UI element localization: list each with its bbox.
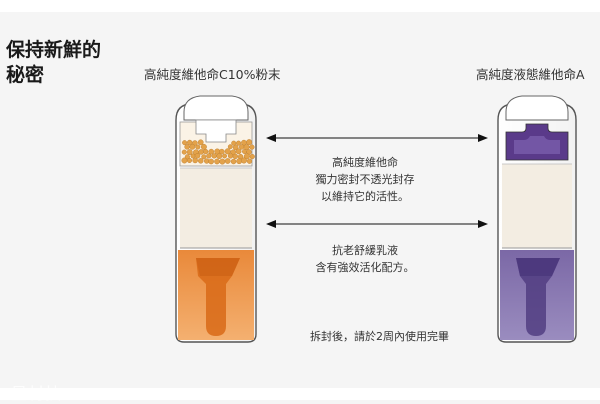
left-vial-label: 高純度維他命C10%粉末 (144, 67, 281, 82)
powder-granule (219, 148, 225, 155)
powder-granule (242, 149, 247, 154)
powder-granule (240, 157, 247, 164)
powder-granule (227, 144, 233, 150)
powder-granule (211, 153, 217, 159)
powder-granule (232, 144, 239, 151)
powder-granule (246, 158, 253, 164)
powder-granule (227, 153, 234, 159)
left-powder (181, 139, 255, 165)
powder-granule (243, 153, 250, 160)
watermark: ｅ星材技 (0, 384, 63, 403)
powder-granule (203, 148, 209, 155)
powder-granule (198, 149, 204, 155)
powder-granule (224, 158, 231, 164)
bottom-band (0, 388, 600, 400)
left-vial-cap (183, 95, 249, 121)
left-cream-chamber (180, 168, 252, 248)
powder-granule (222, 153, 227, 159)
left-inner-plug (195, 119, 237, 143)
right-cream-chamber (502, 164, 572, 248)
powder-granule (231, 140, 237, 146)
powder-granule (230, 149, 236, 155)
powder-granule (182, 140, 188, 146)
right-vial-label: 高純度液態維他命A (476, 67, 585, 82)
powder-granule (243, 144, 250, 151)
caption-line: 高純度維他命 (332, 156, 398, 169)
powder-granule (230, 158, 237, 165)
caption-lotion: 抗老舒緩乳液 含有強效活化配方。 (300, 242, 430, 276)
powder-granule (239, 144, 245, 150)
powder-granule (184, 144, 190, 150)
powder-granule (208, 158, 214, 165)
powder-granule (198, 158, 204, 164)
powder-granule (192, 157, 198, 164)
caption-line: 獨力密封不透光封存 (315, 173, 415, 186)
powder-granule (206, 153, 212, 159)
powder-granule (216, 153, 223, 160)
powder-granule (181, 149, 187, 155)
powder-granule (189, 143, 196, 150)
powder-granule (186, 157, 193, 163)
powder-granule (201, 154, 207, 160)
powder-granule (190, 153, 196, 159)
powder-granule (197, 139, 204, 146)
powder-granule (235, 148, 242, 155)
caption-line: 抗老舒緩乳液 (332, 244, 398, 257)
powder-granule (194, 153, 201, 159)
powder-granule (249, 144, 255, 150)
left-funnel (196, 258, 240, 336)
powder-granule (208, 148, 215, 155)
powder-granule (246, 139, 253, 146)
powder-granule (200, 143, 207, 150)
caption-line: 以維持它的活性。 (321, 190, 409, 203)
left-vial (175, 95, 257, 343)
right-vial (497, 95, 577, 343)
right-vial-cap (505, 95, 569, 121)
arrow-bottom (266, 220, 488, 228)
caption-sealed: 高純度維他命 獨力密封不透光封存 以維持它的活性。 (300, 154, 430, 205)
powder-granule (224, 148, 231, 155)
powder-granule (186, 149, 193, 156)
top-band (0, 0, 600, 12)
powder-granule (181, 157, 188, 164)
powder-granule (214, 158, 220, 165)
powder-granule (249, 154, 255, 160)
headline: 保持新鮮的秘密 (6, 39, 102, 86)
footnote: 拆封後，請於2周內使用完畢 (310, 330, 449, 343)
caption-line: 含有強效活化配方。 (315, 261, 415, 274)
arrow-top (266, 134, 488, 142)
powder-granule (195, 144, 201, 150)
powder-granule (236, 140, 242, 146)
powder-granule (219, 158, 226, 165)
powder-granule (232, 153, 238, 160)
right-funnel (516, 258, 560, 336)
